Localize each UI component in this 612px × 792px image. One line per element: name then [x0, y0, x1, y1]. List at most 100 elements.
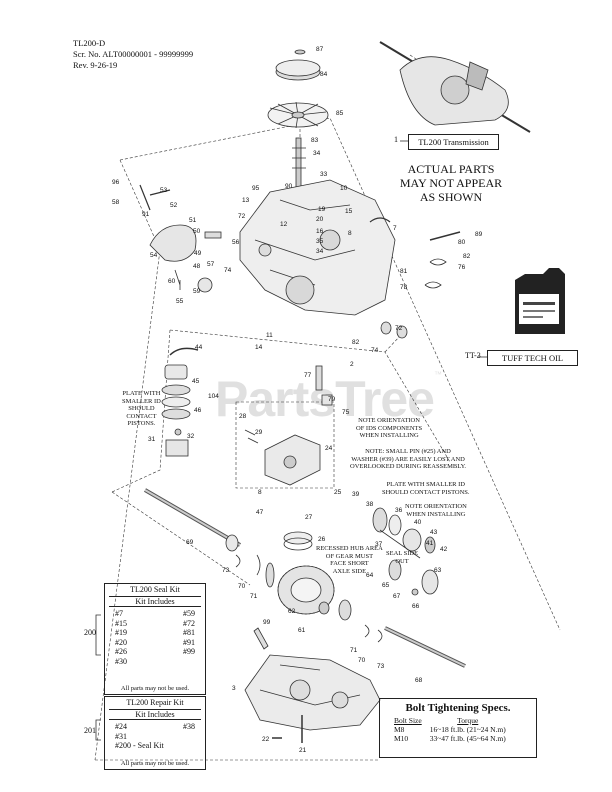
svg-text:71: 71 — [250, 593, 258, 600]
svg-text:8: 8 — [258, 489, 262, 496]
svg-text:78: 78 — [400, 284, 408, 291]
kit-item: #19 — [115, 628, 127, 637]
svg-text:72: 72 — [238, 213, 246, 220]
note-line: OUT — [395, 557, 409, 565]
svg-text:57: 57 — [207, 261, 215, 268]
note-line: SEAL SIDE — [386, 550, 419, 557]
svg-text:35: 35 — [316, 238, 324, 245]
note-plate-right: PLATE WITH SMALLER ID SHOULD CONTACT PIS… — [382, 481, 470, 496]
bolt-size-cell: M10 — [394, 734, 409, 743]
svg-text:73: 73 — [222, 567, 230, 574]
svg-text:82: 82 — [352, 339, 360, 346]
svg-text:52: 52 — [170, 202, 178, 209]
note-line: SHOULD CONTACT PISTONS. — [382, 488, 470, 496]
svg-text:21: 21 — [299, 747, 307, 754]
note-line: PLATE WITH — [122, 390, 161, 397]
svg-text:70: 70 — [358, 657, 366, 664]
kit-item: #59 — [183, 609, 195, 618]
svg-text:8: 8 — [348, 230, 352, 237]
svg-text:104: 104 — [208, 393, 219, 400]
seal-kit-footer: All parts may not be used. — [120, 685, 190, 692]
bolt-specs-header-row: Bolt Size Torque — [390, 716, 510, 725]
svg-text:34: 34 — [313, 150, 321, 157]
actual-parts-note: ACTUAL PARTS MAY NOT APPEAR AS SHOWN — [386, 162, 516, 204]
note-line: SHOULD — [128, 405, 155, 412]
svg-text:55: 55 — [176, 298, 184, 305]
repair-kit-ref: 201 — [84, 726, 96, 735]
svg-text:80: 80 — [458, 239, 466, 246]
svg-text:73: 73 — [377, 663, 385, 670]
kit-item: #30 — [115, 656, 127, 666]
note-ids-orientation: NOTE ORIENTATION OF IDS COMPONENTS WHEN … — [356, 417, 422, 440]
svg-text:24: 24 — [325, 445, 333, 452]
svg-text:49: 49 — [194, 250, 202, 257]
svg-text:72: 72 — [395, 325, 403, 332]
note-line: OVERLOOKED DURING REASSEMBLY. — [350, 463, 467, 470]
svg-text:60: 60 — [168, 278, 176, 285]
bolt-size-cell: M8 — [394, 725, 405, 734]
svg-text:47: 47 — [256, 509, 264, 516]
svg-text:33: 33 — [320, 171, 328, 178]
repair-kit-list: #24 #31 #200 - Seal Kit #38 — [105, 720, 205, 751]
seal-kit-col-2: #59 #72 #81 #91 #99 — [183, 609, 195, 666]
svg-text:71: 71 — [350, 647, 358, 654]
bolt-size-header: Bolt Size — [394, 716, 422, 725]
svg-text:51: 51 — [189, 217, 197, 224]
note-line: NOTE ORIENTATION — [358, 417, 420, 424]
svg-text:44: 44 — [195, 344, 203, 351]
kit-item: #26 — [115, 647, 127, 656]
note-line: AXLE SIDE — [332, 567, 367, 575]
svg-text:2: 2 — [350, 361, 354, 368]
diagram-header: TL200-D Scr. No. ALT00000001 - 99999999 … — [73, 38, 193, 71]
note-line: RECESSED HUB AREA — [316, 545, 383, 552]
torque-cell: 16~18 ft.lb. (21~24 N.m) — [429, 725, 506, 734]
svg-text:53: 53 — [160, 187, 168, 194]
lower-housing — [244, 654, 381, 731]
svg-text:26: 26 — [318, 536, 326, 543]
transmission-label: TL200 Transmission — [408, 134, 499, 150]
kit-item: #81 — [183, 628, 195, 637]
svg-text:31: 31 — [148, 436, 156, 443]
svg-text:90: 90 — [285, 183, 293, 190]
svg-text:11: 11 — [266, 332, 273, 339]
svg-text:29: 29 — [255, 429, 263, 436]
svg-text:43: 43 — [430, 529, 438, 536]
kit-item: #200 - Seal Kit — [115, 741, 164, 750]
kit-item: #72 — [183, 618, 195, 628]
note-small-pin: NOTE: SMALL PIN (#25) AND WASHER (#39) A… — [350, 448, 466, 471]
svg-text:82: 82 — [463, 253, 471, 260]
svg-text:87: 87 — [316, 46, 324, 53]
note-line: NOTE: SMALL PIN (#25) AND — [365, 448, 451, 455]
svg-text:10: 10 — [340, 185, 348, 192]
repair-kit-col-2: #38 — [183, 722, 195, 751]
svg-text:96: 96 — [112, 179, 120, 186]
model-label: TL200-D — [73, 38, 106, 48]
oil-ref: TT-3 — [465, 351, 481, 360]
kit-item: #31 — [115, 731, 127, 741]
svg-text:39: 39 — [352, 491, 360, 498]
seal-kit-ref: 200 — [84, 628, 96, 637]
svg-text:59: 59 — [193, 288, 201, 295]
repair-kit-footer: All parts may not be used. — [120, 760, 190, 767]
bolt-specs-box: Bolt Tightening Specs. Bolt Size Torque … — [379, 698, 537, 758]
svg-text:22: 22 — [262, 736, 270, 743]
svg-text:48: 48 — [193, 263, 201, 270]
svg-text:15: 15 — [345, 208, 353, 215]
repair-kit-title: TL200 Repair Kit — [126, 698, 184, 707]
svg-text:16: 16 — [316, 228, 324, 235]
upper-housing — [239, 179, 396, 316]
svg-text:81: 81 — [400, 268, 408, 275]
kit-item: #15 — [115, 618, 127, 628]
svg-text:74: 74 — [371, 347, 379, 354]
cooling-fan — [267, 101, 329, 129]
repair-kit-col-1: #24 #31 #200 - Seal Kit — [115, 722, 164, 751]
transmission-thumbnail — [379, 41, 531, 133]
svg-text:42: 42 — [440, 546, 448, 553]
svg-text:41: 41 — [426, 540, 434, 547]
seal-kit-box: TL200 Seal Kit Kit Includes #7 #15 #19 #… — [104, 583, 206, 695]
note-line: CONTACT — [126, 412, 157, 420]
repair-kit-includes: Kit Includes — [109, 709, 201, 720]
svg-text:32: 32 — [187, 433, 195, 440]
